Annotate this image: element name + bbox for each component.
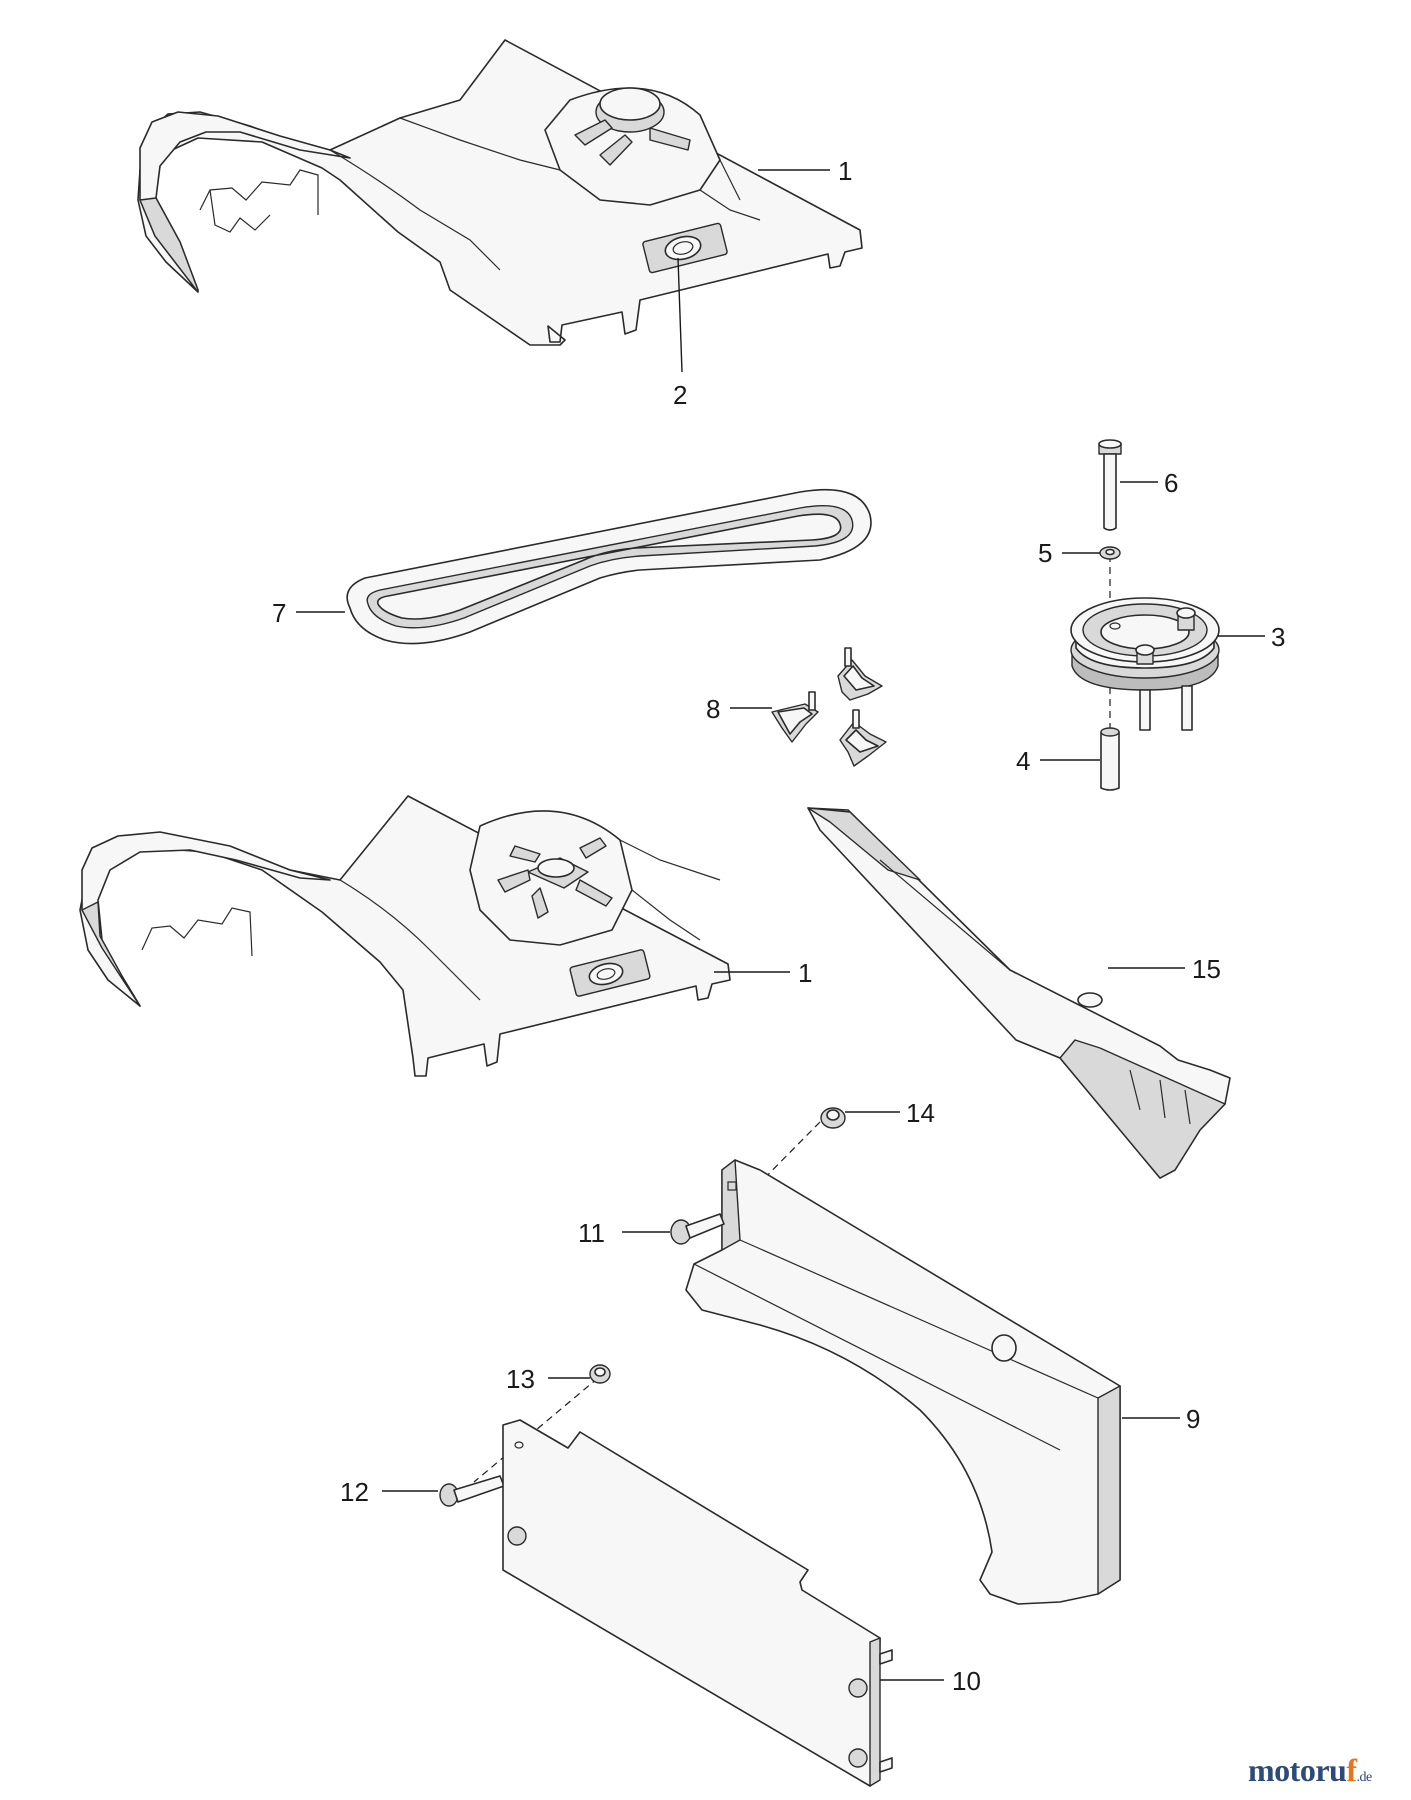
callout-4: 4 bbox=[1016, 746, 1030, 776]
callout-8: 8 bbox=[706, 694, 720, 724]
logo-tld: .de bbox=[1356, 1770, 1372, 1785]
callout-7: 7 bbox=[272, 598, 286, 628]
motoruf-logo: motoruf.de bbox=[1248, 1752, 1372, 1789]
callout-14: 14 bbox=[906, 1098, 935, 1128]
callout-6: 6 bbox=[1164, 468, 1178, 498]
drive-belt bbox=[346, 488, 872, 645]
callout-3: 3 bbox=[1271, 622, 1285, 652]
callout-11: 11 bbox=[578, 1218, 605, 1248]
leader-lines bbox=[296, 169, 1265, 1681]
logo-accent: f bbox=[1346, 1752, 1357, 1788]
logo-name: motoru bbox=[1248, 1752, 1347, 1788]
pulley-assembly bbox=[1070, 439, 1220, 791]
knob-set bbox=[771, 647, 887, 767]
callout-15: 15 bbox=[1192, 954, 1221, 984]
callout-2: 2 bbox=[673, 380, 687, 410]
callout-10: 10 bbox=[952, 1666, 981, 1696]
callout-1-lower: 1 bbox=[798, 958, 812, 988]
callout-1-upper: 1 bbox=[838, 156, 852, 186]
callout-12: 12 bbox=[340, 1477, 369, 1507]
belt-cover-lower bbox=[79, 795, 731, 1077]
bracket-assembly bbox=[670, 1107, 1121, 1605]
callout-labels: 1 2 6 5 7 3 8 4 1 15 14 11 13 9 12 10 bbox=[272, 156, 1285, 1696]
callout-13: 13 bbox=[506, 1364, 535, 1394]
callout-5: 5 bbox=[1038, 538, 1052, 568]
plate-assembly bbox=[439, 1364, 893, 1787]
mower-blade bbox=[807, 807, 1231, 1179]
belt-cover-upper bbox=[137, 39, 863, 346]
callout-9: 9 bbox=[1186, 1404, 1200, 1434]
